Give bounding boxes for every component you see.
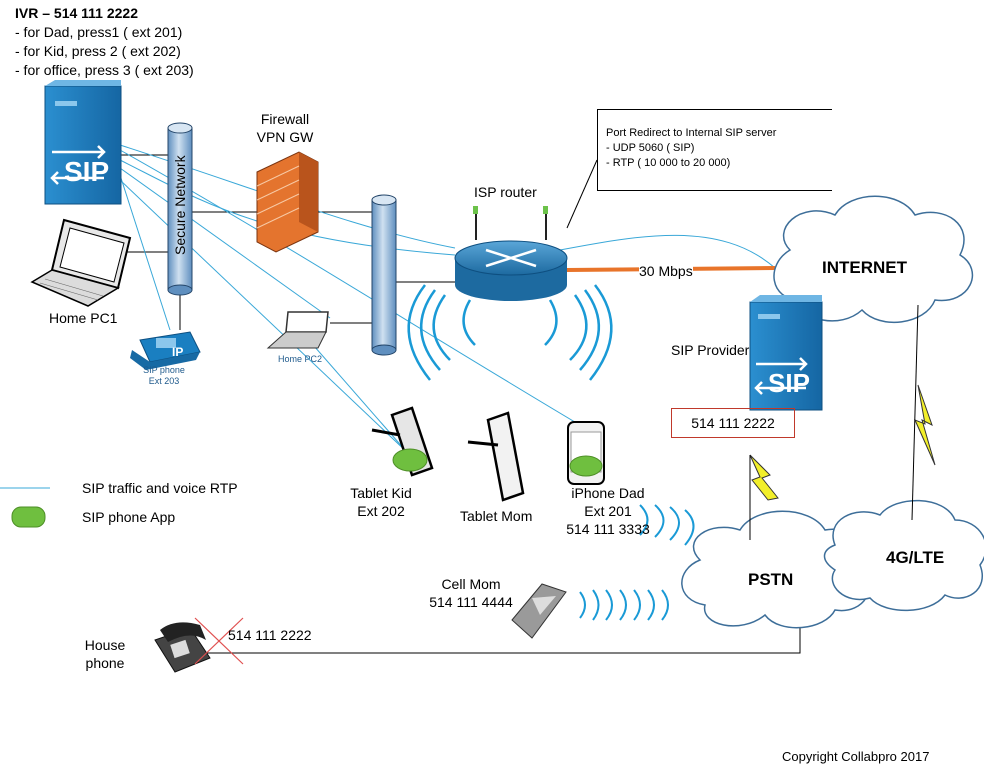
router-icon [454, 206, 568, 301]
sip-provider-label: SIP Provider [671, 342, 750, 358]
cell-waves [579, 589, 669, 621]
ivr-line: - for Kid, press 2 ( ext 202) [15, 43, 181, 59]
sip-phone-label-line: Ext 203 [148, 376, 180, 386]
cell-mom-label-line: Cell Mom [441, 576, 501, 592]
disconnected-cross [194, 617, 244, 665]
laptop-small-icon [266, 311, 329, 349]
sip-phone-label-line: SIP phone [143, 365, 185, 375]
house-phone-label-line: phone [85, 655, 125, 671]
sip-phone-label: SIP phone Ext 203 [136, 365, 192, 387]
sip-provider-number: 514 111 2222 [671, 408, 795, 438]
firewall-label-line: VPN GW [256, 129, 314, 145]
firewall-label-line: Firewall [260, 111, 310, 127]
legend-sip-app-label: SIP phone App [82, 509, 176, 525]
home-pc2-label: Home PC2 [277, 354, 322, 364]
ip-phone-badge: IP [172, 345, 183, 359]
ivr-menu: IVR – 514 111 2222 - for Dad, press1 ( e… [15, 4, 194, 80]
legend-sip-traffic-label: SIP traffic and voice RTP [82, 480, 238, 496]
ivr-line: - for Dad, press1 ( ext 201) [15, 24, 183, 40]
ip-phone-icon: IP [130, 331, 201, 370]
secure-network-label: Secure Network [172, 154, 188, 255]
home-pc1-label: Home PC1 [49, 310, 118, 326]
tablet-kid-label-line: Ext 202 [357, 503, 405, 519]
sip-server: SIP [44, 80, 122, 205]
cell-mom-label: Cell Mom 514 111 4444 [426, 575, 516, 611]
lightning-links [749, 384, 936, 501]
pstn-label: PSTN [748, 570, 794, 589]
port-redirect-callout: Port Redirect to Internal SIP server - U… [597, 109, 832, 191]
sip-provider-server: SIP [749, 295, 823, 411]
callout-title: Port Redirect to Internal SIP server [606, 127, 777, 139]
tablet-kid-label-line: Tablet Kid [350, 485, 412, 501]
sip-badge-text: SIP [64, 156, 109, 187]
laptop-icon [30, 218, 132, 307]
tablet-mom-icon [467, 411, 525, 502]
house-phone-label: House phone [80, 636, 130, 672]
internet-label: INTERNET [822, 258, 907, 277]
firewall-icon [256, 151, 319, 253]
ivr-line: - for office, press 3 ( ext 203) [15, 62, 194, 78]
firewall-label: Firewall VPN GW [250, 110, 320, 146]
sip-provider-badge: SIP [768, 368, 810, 398]
copyright: Copyright Collabpro 2017 [782, 749, 930, 764]
legend-app-swatch [11, 506, 46, 528]
ivr-title: IVR – 514 111 2222 [15, 5, 138, 21]
iphone-label-line: Ext 201 [584, 503, 632, 519]
bandwidth-label: 30 Mbps [639, 262, 693, 280]
iphone-icon [567, 421, 605, 485]
wifi-waves [407, 284, 613, 381]
secure-network-pipe: Secure Network [167, 122, 193, 296]
isp-router-label: ISP router [474, 184, 537, 200]
tablet-kid-label: Tablet Kid Ext 202 [345, 484, 417, 520]
iphone-label-line: 514 111 3333 [566, 521, 650, 537]
iphone-label: iPhone Dad Ext 201 514 111 3333 [558, 484, 658, 538]
house-phone-label-line: House [84, 637, 126, 653]
cell-phone-icon [511, 583, 567, 639]
lte-label: 4G/LTE [886, 548, 945, 567]
lan-pipe [371, 194, 397, 356]
house-phone-number: 514 111 2222 [228, 627, 312, 643]
tablet-kid-icon [371, 406, 434, 477]
lte-cloud [823, 499, 984, 612]
iphone-label-line: iPhone Dad [571, 485, 645, 501]
tablet-mom-label: Tablet Mom [460, 508, 533, 524]
house-phone-icon [154, 622, 211, 673]
iphone-waves [639, 504, 695, 546]
callout-line: - UDP 5060 ( SIP) [606, 142, 695, 154]
cell-mom-label-line: 514 111 4444 [429, 594, 513, 610]
callout-line: - RTP ( 10 000 to 20 000) [606, 157, 731, 169]
